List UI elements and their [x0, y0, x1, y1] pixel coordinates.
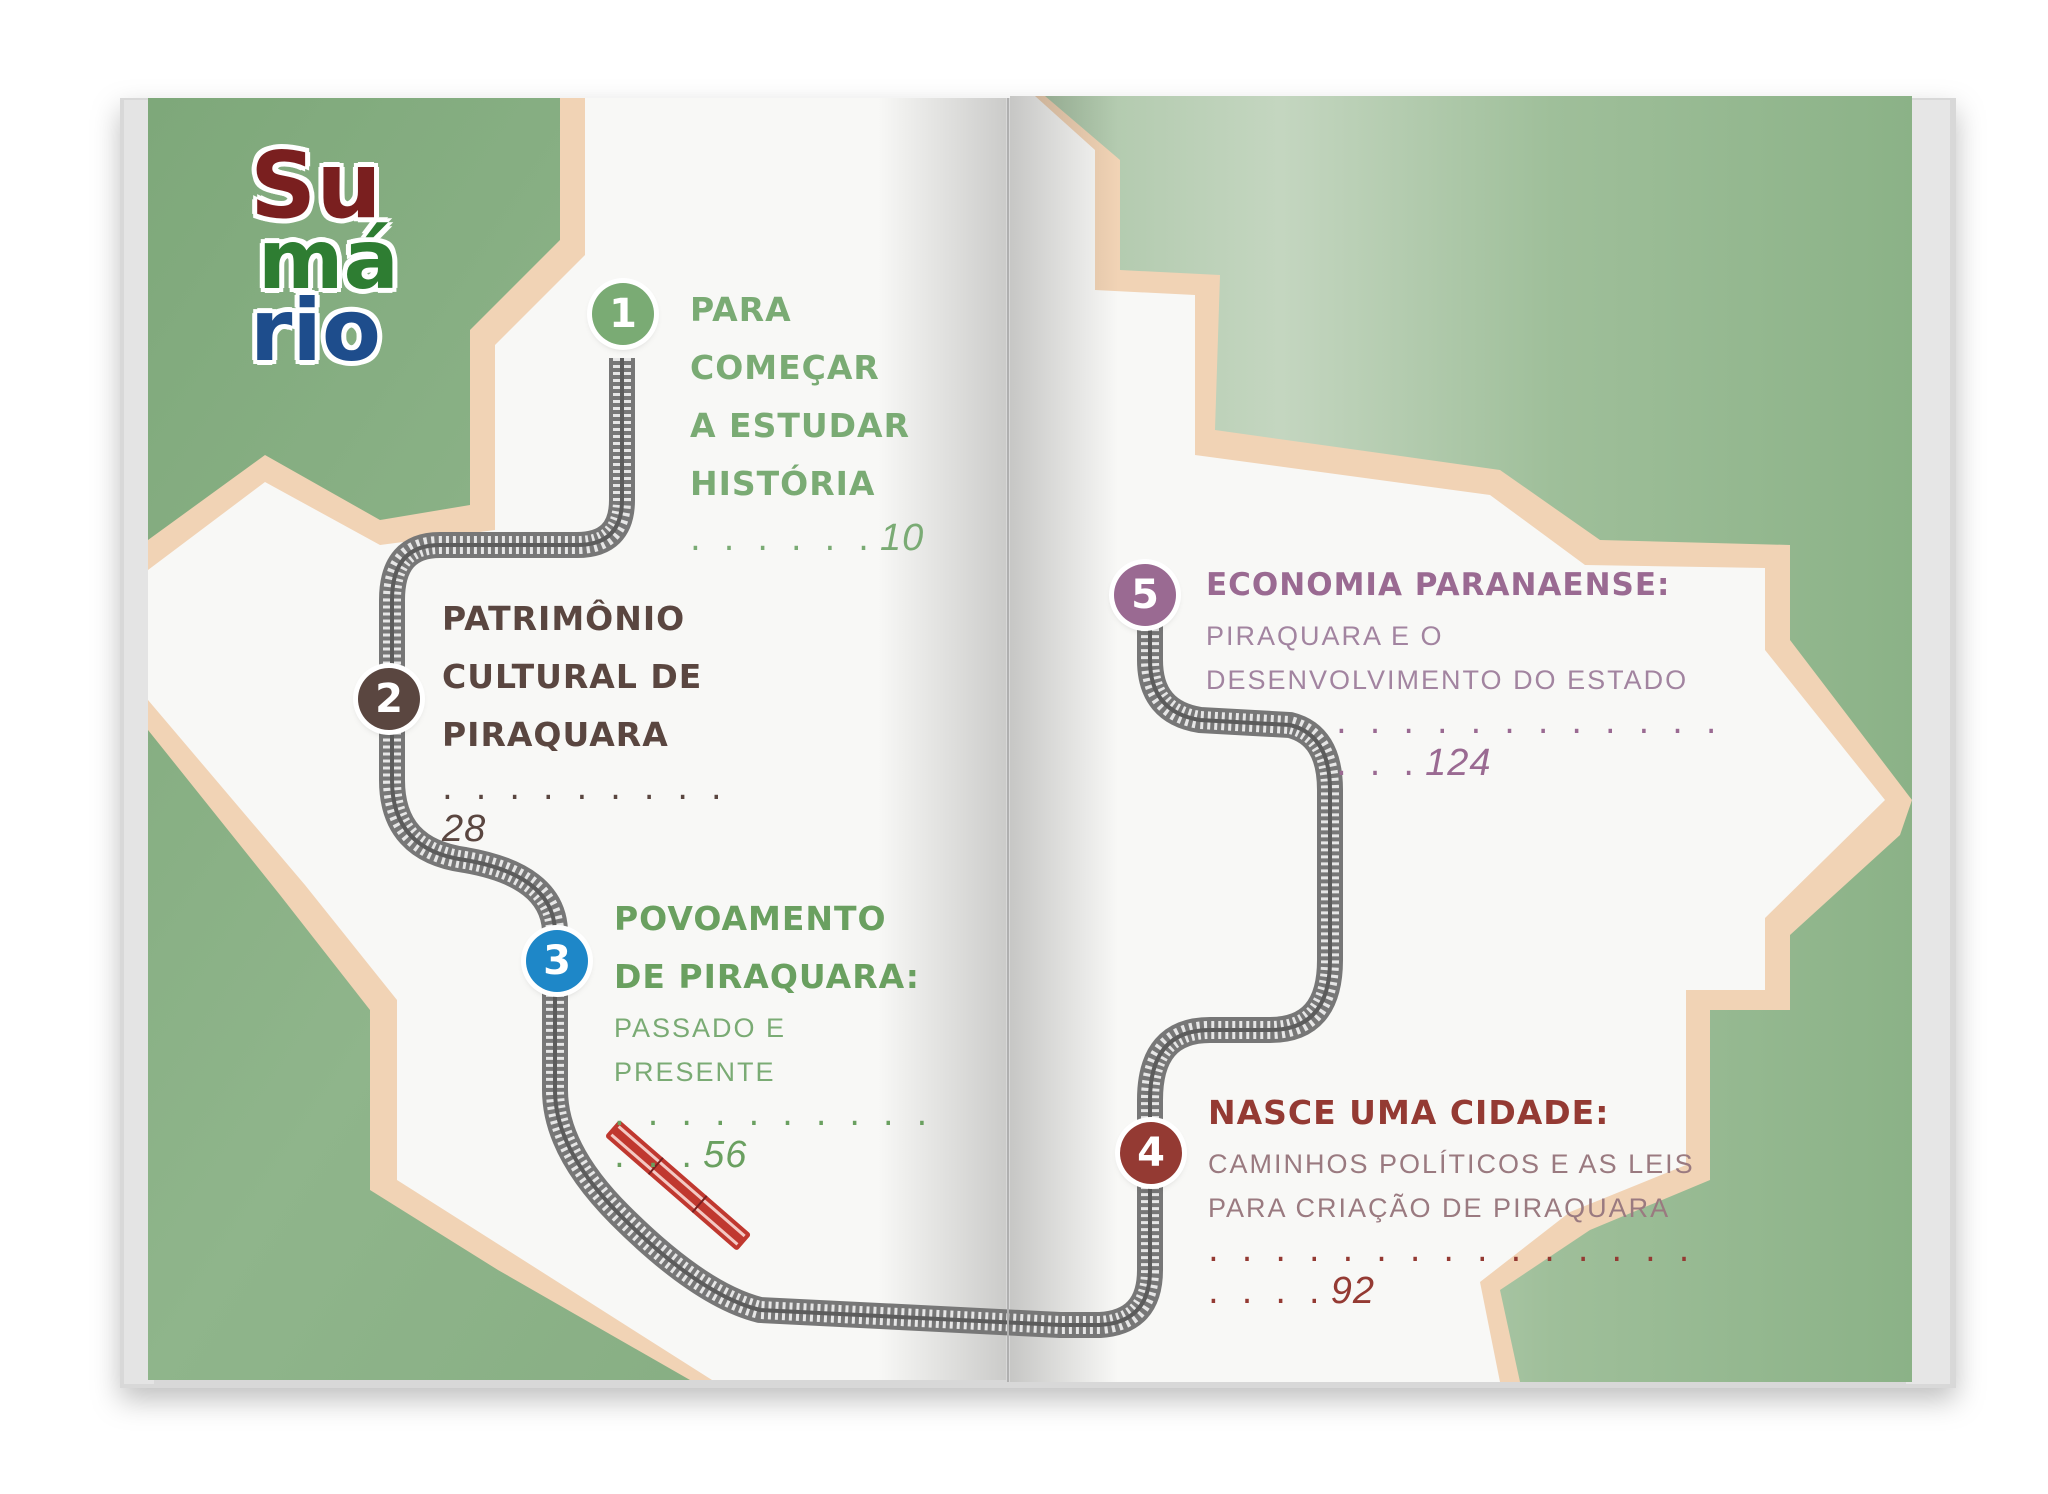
page-number-4: 92 — [1330, 1270, 1376, 1312]
leader-dots: . . . . . . — [690, 519, 875, 559]
chapter-title-2: PATRIMÔNIO CULTURAL DE PIRAQUARA — [442, 590, 762, 764]
page-number-3: 56 — [703, 1134, 748, 1176]
chapter-title-5: ECONOMIA PARANAENSE: — [1206, 556, 1726, 614]
chapter-subtitle-4-line-2: PARA CRIAÇÃO DE PIRAQUARA — [1208, 1193, 1671, 1223]
railway-track — [379, 358, 1343, 1338]
chapter-title-1-line-4: HISTÓRIA — [690, 464, 876, 503]
chapter-title-4-line-1: NASCE UMA CIDADE: — [1208, 1093, 1610, 1132]
leader-dots: . . . . . . . . . . . . . . . . . . . — [1208, 1230, 1696, 1312]
chapter-title-3-line-2: DE PIRAQUARA: — [614, 957, 920, 996]
leader-dots: . . . . . . . . . . . . . . . — [1336, 702, 1723, 784]
chapter-subtitle-4: CAMINHOS POLÍTICOS E AS LEIS PARA CRIAÇÃ… — [1208, 1142, 1728, 1230]
chapter-title-2-line-3: PIRAQUARA — [442, 715, 669, 754]
leader-dots: . . . . . . . . . . . . . — [614, 1094, 934, 1176]
chapter-subtitle-5: PIRAQUARA E O DESENVOLVIMENTO DO ESTADO — [1206, 614, 1726, 702]
chapter-subtitle-5-line-2: DESENVOLVIMENTO DO ESTADO — [1206, 665, 1689, 695]
page-number-2: 28 — [442, 808, 487, 850]
chapter-badge-4: 4 — [1120, 1122, 1182, 1184]
chapter-title-5-line-1: ECONOMIA PARANAENSE: — [1206, 567, 1671, 603]
chapter-title-1: PARA COMEÇAR A ESTUDAR HISTÓRIA — [690, 281, 950, 513]
chapter-title-1-line-3: A ESTUDAR — [690, 406, 910, 445]
chapter-subtitle-5-line-1: PIRAQUARA E O — [1206, 621, 1444, 651]
page-number-1: 10 — [879, 517, 925, 559]
chapter-badge-2: 2 — [358, 668, 420, 730]
chapter-title-3-line-1: POVOAMENTO — [614, 899, 887, 938]
train-icon — [606, 1120, 751, 1250]
chapter-subtitle-3: PASSADO E PRESENTE — [614, 1013, 787, 1087]
logo-line-2: má — [258, 213, 399, 308]
chapter-badge-1: 1 — [592, 283, 654, 345]
chapter-badge-3: 3 — [526, 930, 588, 992]
chapter-badge-5: 5 — [1114, 564, 1176, 626]
chapter-title-4: NASCE UMA CIDADE: — [1208, 1084, 1728, 1142]
chapter-title-2-line-2: CULTURAL DE — [442, 657, 703, 696]
leader-dots: . . . . . . . . . — [442, 768, 728, 808]
chapter-title-2-line-1: PATRIMÔNIO — [442, 599, 686, 638]
chapter-subtitle-4-line-1: CAMINHOS POLÍTICOS E AS LEIS — [1208, 1149, 1695, 1179]
right-page-edges — [1906, 100, 1950, 1384]
left-page — [148, 98, 1006, 1380]
chapter-title-1-line-2: COMEÇAR — [690, 348, 880, 387]
page-number-5: 124 — [1425, 742, 1492, 784]
chapter-title-3: POVOAMENTO DE PIRAQUARA: — [614, 890, 954, 1006]
logo-line-3: rio — [250, 281, 381, 381]
sumario-logo: Su má rio — [250, 132, 399, 381]
chapter-title-1-line-1: PARA — [690, 290, 792, 329]
logo-line-1: Su — [250, 132, 382, 239]
